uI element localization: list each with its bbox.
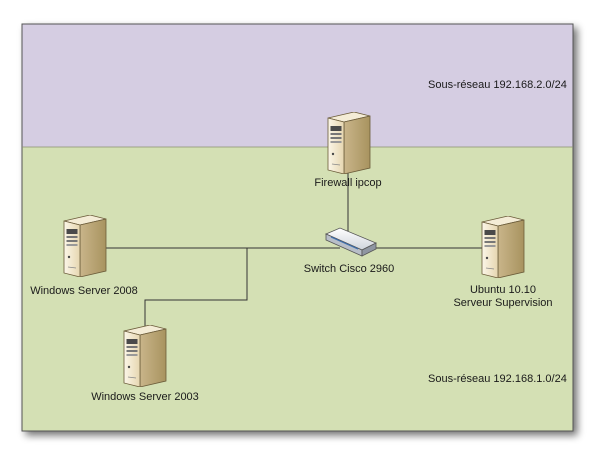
- network-links: [95, 168, 492, 330]
- win2008-label: Windows Server 2008: [30, 285, 138, 297]
- server-icon: [481, 216, 525, 278]
- win2003-label: Windows Server 2003: [91, 391, 199, 403]
- switch-node: Switch Cisco 2960: [304, 227, 395, 275]
- zone-top: [22, 24, 573, 147]
- zone-bottom: [22, 147, 573, 431]
- firewall-node: Firewall ipcop: [314, 112, 382, 189]
- switch-icon: [325, 227, 377, 257]
- diagram-frame: [21, 23, 574, 432]
- zone-bottom-label: Sous-réseau 192.168.1.0/24: [428, 373, 567, 385]
- win2003-node: Windows Server 2003: [91, 325, 199, 403]
- server-icon: [123, 325, 167, 387]
- firewall-label: Firewall ipcop: [314, 177, 381, 189]
- ubuntu-node: Ubuntu 10.10 Serveur Supervision: [453, 216, 553, 309]
- zone-top-label: Sous-réseau 192.168.2.0/24: [428, 79, 567, 91]
- win2008-node: Windows Server 2008: [30, 215, 138, 297]
- link-win2003-switch: [144, 248, 248, 330]
- ubuntu-label-line1: Ubuntu 10.10: [470, 284, 536, 296]
- server-icon: [63, 215, 107, 277]
- ubuntu-label-line2: Serveur Supervision: [453, 297, 552, 309]
- server-icon: [327, 112, 371, 174]
- switch-label: Switch Cisco 2960: [304, 263, 395, 275]
